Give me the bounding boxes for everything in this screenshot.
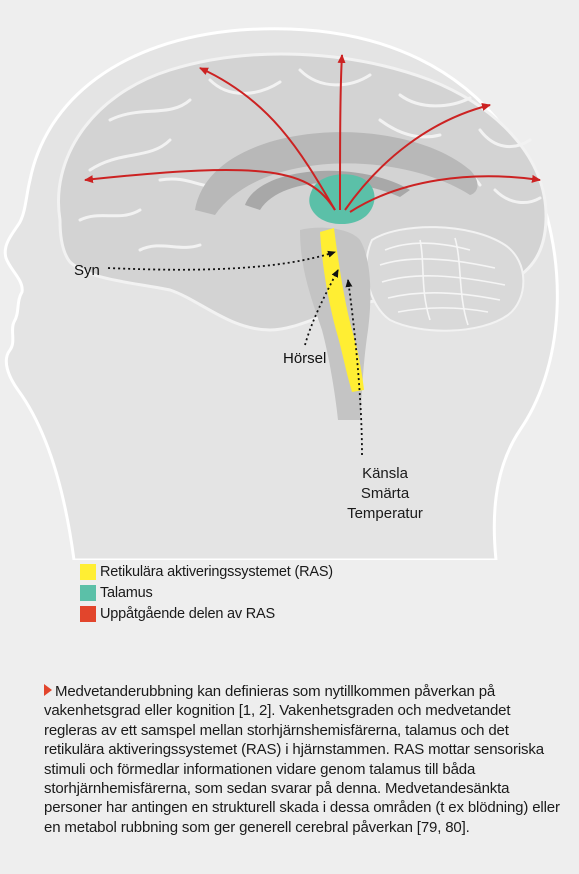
- legend: Retikulära aktiveringssystemet (RAS) Tal…: [80, 562, 333, 625]
- sense-labels: Känsla Smärta Temperatur: [330, 464, 440, 524]
- label-syn: Syn: [74, 262, 100, 279]
- label-horsel: Hörsel: [283, 350, 326, 367]
- legend-item-ras: Retikulära aktiveringssystemet (RAS): [80, 562, 333, 582]
- brain-diagram: [0, 0, 579, 560]
- legend-item-talamus: Talamus: [80, 583, 333, 603]
- legend-label-talamus: Talamus: [100, 585, 153, 601]
- legend-swatch-ras: [80, 564, 96, 580]
- description-text: Medvetanderubbning kan definieras som ny…: [44, 683, 560, 836]
- label-temperatur: Temperatur: [330, 504, 440, 524]
- legend-swatch-ascending: [80, 606, 96, 622]
- label-kansla: Känsla: [330, 464, 440, 484]
- description-paragraph: Medvetanderubbning kan definieras som ny…: [44, 682, 564, 837]
- label-smarta: Smärta: [330, 484, 440, 504]
- cerebellum: [366, 227, 523, 331]
- bullet-triangle-icon: [44, 684, 52, 696]
- legend-label-ras: Retikulära aktiveringssystemet (RAS): [100, 564, 333, 580]
- legend-swatch-talamus: [80, 585, 96, 601]
- legend-label-ascending: Uppåtgående delen av RAS: [100, 606, 275, 622]
- legend-item-ascending: Uppåtgående delen av RAS: [80, 604, 333, 624]
